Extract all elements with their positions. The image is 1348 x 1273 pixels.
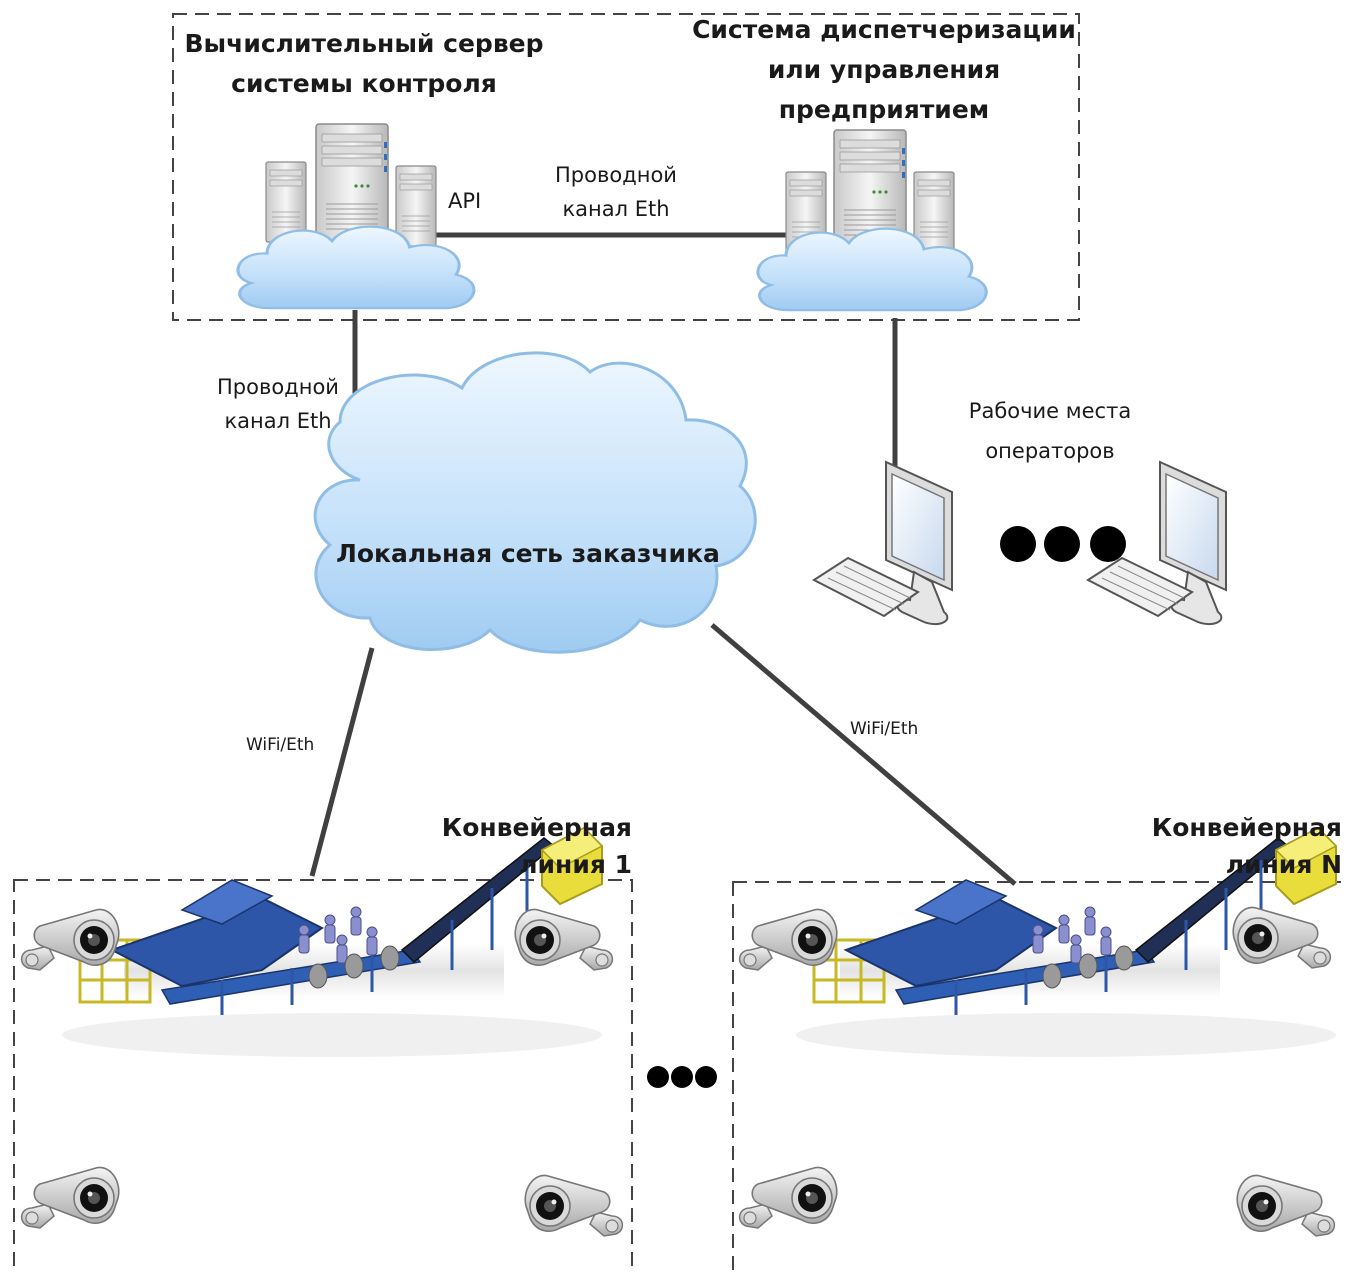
link-label: канал Eth bbox=[562, 197, 669, 221]
compute-server-title: Вычислительный сервер bbox=[185, 29, 544, 58]
conveyor-line-1-title: Конвейерная bbox=[442, 813, 632, 842]
api-label: API bbox=[448, 189, 481, 213]
dispatch-server-icon bbox=[756, 129, 988, 312]
ellipsis-dots-icon bbox=[1000, 526, 1126, 562]
conveyor-line-n-title: линия N bbox=[1226, 850, 1342, 879]
dispatch-system-title: Система диспетчеризации bbox=[692, 15, 1076, 44]
server-group-frame bbox=[172, 13, 1080, 321]
conveyor-line-n-frame bbox=[732, 881, 1348, 1273]
link-label: Проводной bbox=[555, 163, 677, 187]
dispatch-system-title: предприятием bbox=[779, 95, 989, 124]
compute-server-title: системы контроля bbox=[231, 69, 497, 98]
conveyor-line-1-frame bbox=[13, 879, 633, 1273]
operators-label: Рабочие места bbox=[969, 399, 1131, 423]
camera-icon bbox=[1236, 1174, 1336, 1237]
camera-icon bbox=[1232, 906, 1332, 969]
operator-workstation-1-icon bbox=[813, 461, 953, 626]
wifi-left-label: WiFi/Eth bbox=[246, 735, 314, 755]
conveyor-ellipsis-icon bbox=[647, 1066, 717, 1088]
wifi-left-line bbox=[309, 647, 375, 877]
conveyor-line-1-title: линия 1 bbox=[519, 850, 632, 879]
camera-icon bbox=[738, 908, 838, 971]
camera-icon bbox=[514, 908, 614, 971]
dispatch-system-title: или управления bbox=[768, 55, 1000, 84]
uplink-label: Проводной bbox=[217, 375, 339, 399]
lan-label: Локальная сеть заказчика bbox=[336, 539, 720, 568]
wifi-right-line bbox=[710, 623, 1017, 886]
lan-cloud-icon bbox=[313, 351, 757, 654]
uplink-label: канал Eth bbox=[224, 409, 331, 433]
wifi-right-label: WiFi/Eth bbox=[850, 719, 918, 739]
compute-server-icon bbox=[236, 123, 476, 310]
camera-icon bbox=[738, 1166, 838, 1229]
conveyor-line-n-title: Конвейерная bbox=[1152, 813, 1342, 842]
camera-icon bbox=[20, 908, 120, 971]
camera-icon bbox=[524, 1174, 624, 1237]
camera-icon bbox=[20, 1166, 120, 1229]
operators-label: операторов bbox=[985, 439, 1114, 463]
